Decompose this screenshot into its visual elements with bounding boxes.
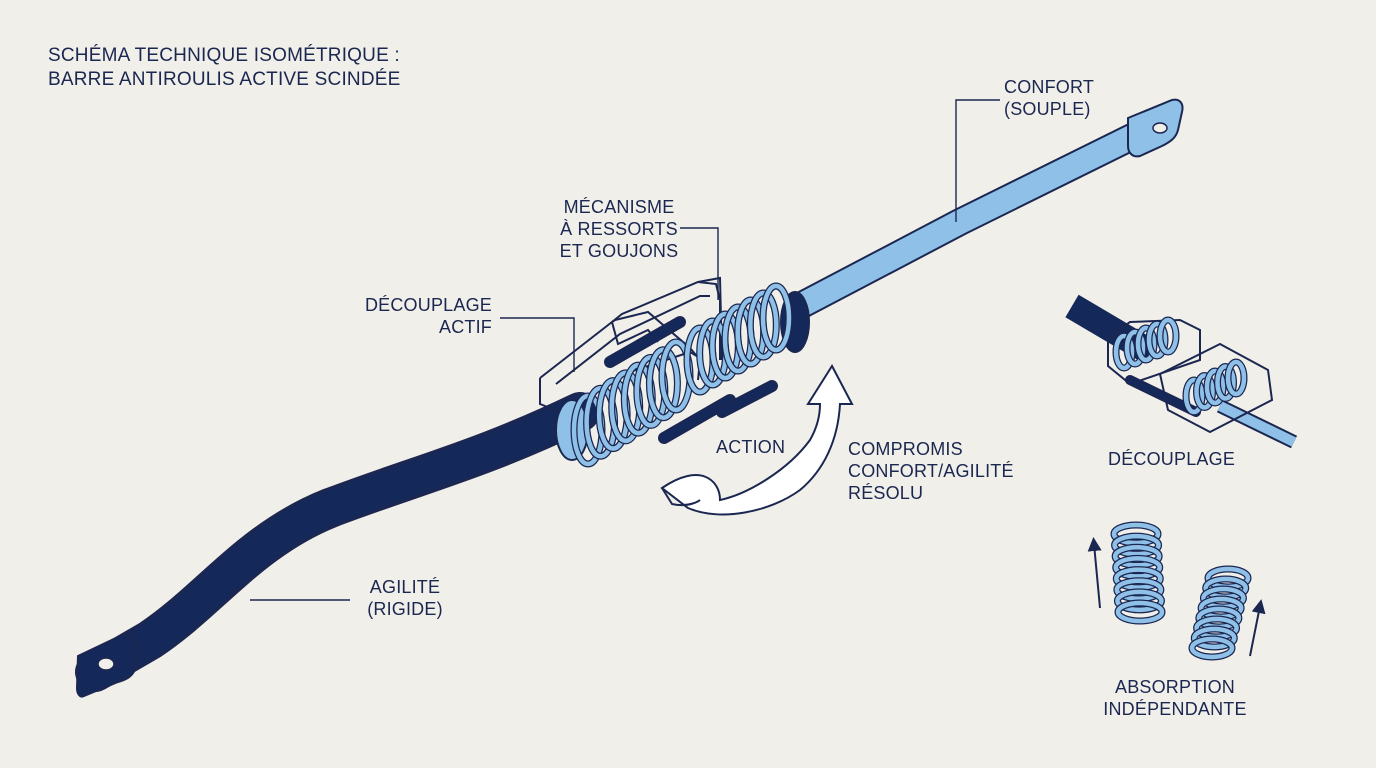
label-mecanisme-line1: MÉCANISME <box>563 197 675 217</box>
leader-lines <box>250 99 1000 601</box>
label-decouplage-actif-line2: ACTIF <box>439 317 492 337</box>
label-agilite-line2: (RIGIDE) <box>367 599 443 619</box>
label-confort-line1: CONFORT <box>1004 77 1095 97</box>
label-compromis: COMPROMIS CONFORT/AGILITÉ RÉSOLU <box>848 438 1014 504</box>
action-rotation-arrow <box>660 364 854 516</box>
label-absorption-line2: INDÉPENDANTE <box>1103 699 1247 719</box>
label-decouplage: DÉCOUPLAGE <box>1108 449 1236 469</box>
label-confort-line2: (SOUPLE) <box>1004 99 1091 119</box>
label-compromis-line3: RÉSOLU <box>848 483 924 503</box>
label-mecanisme-line3: ET GOUJONS <box>559 241 679 261</box>
absorption-spring-left <box>1110 521 1166 625</box>
absorption-spring-right <box>1188 565 1252 661</box>
main-springs <box>555 282 793 468</box>
label-absorption-line1: ABSORPTION <box>1114 677 1236 697</box>
label-mecanisme: MÉCANISME À RESSORTS ET GOUJONS <box>546 196 692 262</box>
label-compromis-line1: COMPROMIS <box>848 439 963 459</box>
label-compromis-line2: CONFORT/AGILITÉ <box>848 461 1014 481</box>
title-line-2: BARRE ANTIROULIS ACTIVE SCINDÉE <box>48 69 401 90</box>
title-line-1: SCHÉMA TECHNIQUE ISOMÉTRIQUE : <box>48 45 400 66</box>
absorption-springs <box>1110 521 1252 661</box>
label-decouplage-actif-line1: DÉCOUPLAGE <box>364 295 492 315</box>
label-decouplage-actif: DÉCOUPLAGE ACTIF <box>336 294 492 338</box>
label-action: ACTION <box>716 437 786 457</box>
spring-coil-right <box>683 282 793 396</box>
label-agilite: AGILITÉ (RIGIDE) <box>340 576 470 620</box>
inset-springs <box>1112 316 1248 416</box>
soft-bar-half <box>780 98 1184 353</box>
inset-spring-right <box>1182 358 1248 416</box>
spring-coil-left <box>570 338 694 468</box>
label-absorption: ABSORPTION INDÉPENDANTE <box>1090 676 1260 720</box>
rigid-bar-half <box>75 392 600 698</box>
diagram-title: SCHÉMA TECHNIQUE ISOMÉTRIQUE : BARRE ANT… <box>48 44 401 92</box>
label-mecanisme-line2: À RESSORTS <box>560 219 678 239</box>
label-agilite-line1: AGILITÉ <box>369 577 441 597</box>
label-confort: CONFORT (SOUPLE) <box>1004 76 1094 120</box>
stud-pins <box>604 316 778 444</box>
absorption-arrows <box>1087 537 1266 657</box>
decoupling-inset <box>1065 294 1298 449</box>
inset-spring-left <box>1112 316 1180 372</box>
